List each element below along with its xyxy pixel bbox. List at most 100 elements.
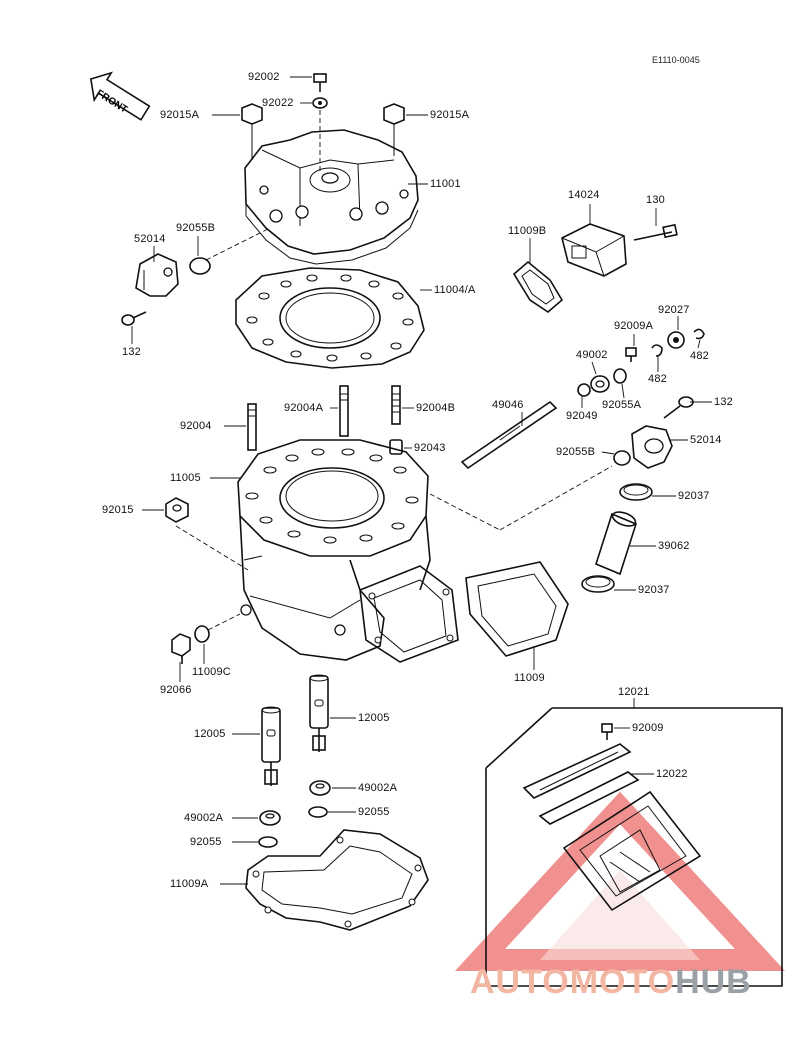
o-ring-92055-left-icon (258, 836, 278, 848)
part-label: 92015 (102, 504, 134, 516)
part-label: 92055A (602, 399, 642, 411)
diagram-code: E1110-0045 (652, 55, 700, 65)
part-label: 12021 (618, 686, 650, 698)
dowel-92043-icon (389, 439, 403, 455)
watermark-part2: HUB (675, 963, 752, 1001)
cylinder-head-11001 (244, 129, 419, 265)
base-gasket-11009a (245, 829, 429, 931)
stud-92004a-icon (339, 385, 349, 437)
part-label: 92043 (414, 442, 446, 454)
watermark-logo-icon (454, 791, 786, 971)
reed-assembly-box-12021 (485, 698, 783, 987)
watermark-part1: AUTOMOTO (470, 963, 676, 1001)
part-label: 132 (714, 396, 733, 408)
bolt-132-left-icon (121, 311, 147, 326)
clamp-92037-upper-icon (619, 483, 653, 501)
bolt-132-right-icon (663, 396, 694, 419)
part-label: 11005 (170, 472, 201, 484)
part-label: 39062 (658, 540, 690, 552)
part-label: 11001 (430, 178, 461, 190)
part-label: 92004B (416, 402, 456, 414)
watermark-text: AUTOMOTOHUB (470, 962, 752, 1002)
thermostat-cover-52014-right-icon (631, 425, 673, 469)
part-label: 92055 (190, 836, 222, 848)
gasket-11009b-icon (512, 260, 564, 314)
part-label: 52014 (134, 233, 166, 245)
bolt-130-icon (633, 223, 678, 241)
part-label: 11009B (508, 225, 547, 237)
o-ring-92055b-icon (189, 257, 211, 275)
nut-92015-icon (165, 497, 189, 523)
gasket-11009-icon (465, 561, 569, 657)
bolt-92009-icon (601, 723, 613, 740)
part-label: 12005 (194, 728, 226, 740)
part-label: 92009A (614, 320, 654, 332)
part-label: 92027 (658, 304, 690, 316)
washer-11009c-icon (194, 625, 210, 643)
part-label: 92022 (262, 97, 294, 109)
holder-14024-icon (561, 223, 627, 277)
part-label: 92009 (632, 722, 664, 734)
part-label: 11004/A (434, 284, 476, 296)
seal-49002a-left-icon (259, 810, 281, 826)
part-label: 11009C (192, 666, 231, 678)
part-label: 49002A (358, 782, 398, 794)
stud-92004-icon (247, 403, 257, 451)
clamp-92037-lower-icon (581, 575, 615, 593)
part-label: 92004 (180, 420, 212, 432)
reed-block-icon (562, 790, 702, 912)
part-label: 92037 (678, 490, 710, 502)
head-gasket-11004a (235, 267, 425, 369)
part-label: 92015A (430, 109, 470, 121)
seal-49002a-right-icon (309, 780, 331, 796)
part-label: 11009 (514, 672, 545, 684)
bolt-92066-icon (171, 633, 191, 664)
clip-482-lower-icon (651, 344, 663, 357)
washer-92022-icon (312, 97, 328, 172)
part-label: 92049 (566, 410, 598, 422)
part-label: 92015A (160, 109, 200, 121)
stopper-12022-icon (522, 743, 640, 825)
o-ring-92055a-icon (613, 368, 627, 384)
part-label: 92004A (284, 402, 324, 414)
cylinder-11005 (237, 439, 459, 663)
part-label: 49046 (492, 399, 524, 411)
nut-92015a-left-icon (241, 103, 263, 160)
part-label: 92037 (638, 584, 670, 596)
bolt-92009a-icon (625, 347, 637, 362)
part-label: 92066 (160, 684, 192, 696)
front-arrow-icon (89, 71, 151, 121)
o-ring-92055b-right-icon (613, 450, 631, 466)
part-label: 52014 (690, 434, 722, 446)
part-label: 482 (648, 373, 667, 385)
leader-lines (131, 76, 712, 885)
valve-12005-right-icon (309, 674, 329, 752)
bolt-92002-icon (313, 73, 327, 92)
stud-92004b-icon (391, 385, 401, 425)
valve-12005-left-icon (261, 706, 281, 786)
part-label: 12022 (656, 768, 688, 780)
part-label: 482 (690, 350, 709, 362)
part-label: 92002 (248, 71, 280, 83)
o-ring-92055-right-icon (308, 806, 328, 818)
clip-482-upper-icon (693, 328, 705, 340)
part-label: 49002A (184, 812, 224, 824)
part-label: 92055B (556, 446, 596, 458)
part-label: 12005 (358, 712, 390, 724)
seal-49002-icon (590, 375, 610, 393)
shaft-49046-icon (460, 400, 558, 470)
part-label: 92055B (176, 222, 216, 234)
part-label: 14024 (568, 189, 600, 201)
thermostat-cover-52014-left-icon (135, 253, 179, 297)
washer-92049-icon (577, 383, 591, 397)
nut-92015a-right-icon (383, 103, 405, 156)
washer-92027-icon (667, 331, 685, 349)
part-label: 130 (646, 194, 665, 206)
hose-39062-icon (595, 511, 637, 576)
part-label: 92055 (358, 806, 390, 818)
part-label: 132 (122, 346, 141, 358)
part-label: 11009A (170, 878, 209, 890)
part-label: 49002 (576, 349, 608, 361)
